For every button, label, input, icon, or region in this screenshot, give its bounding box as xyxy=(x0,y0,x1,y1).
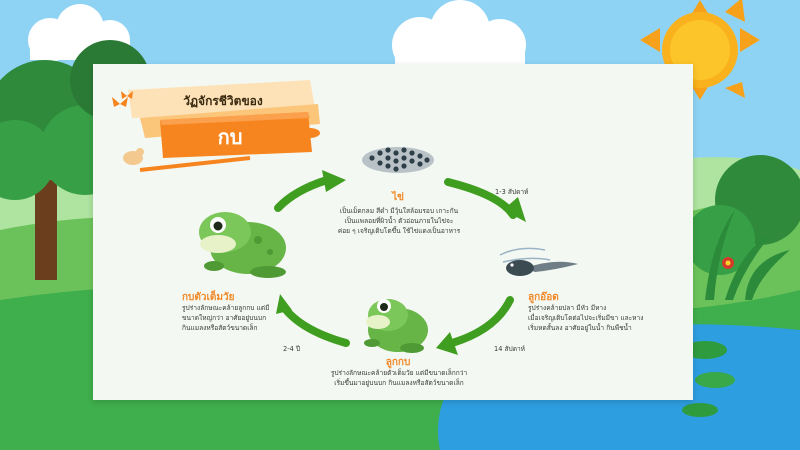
page-title: กบ xyxy=(217,125,243,149)
stage-desc-froglet: รูปร่างลักษณะคล้ายตัวเต็มวัย แต่มีขนาดเล… xyxy=(330,369,468,387)
title-banner xyxy=(128,80,320,172)
stage-label-tadpole: ลูกอ๊อด xyxy=(528,292,559,303)
stage-desc-egg: เป็นเม็ดกลม สีดำ มีวุ้นใสล้อมรอบ เกาะกัน… xyxy=(337,207,461,235)
arrow-adult-to-egg xyxy=(274,176,331,212)
arrow-tadpole-to-froglet xyxy=(448,296,514,347)
stage-label-froglet: ลูกกบ xyxy=(385,357,411,368)
frog-icon xyxy=(199,212,286,278)
stage-label-adult: กบตัวเต็มวัย xyxy=(182,292,235,303)
title-line-1: วัฏจักรชีวิตของ xyxy=(183,94,263,108)
stage-label-egg: ไข่ xyxy=(392,192,404,203)
bird-icon xyxy=(123,148,144,165)
stage-desc-tadpole: รูปร่างคล้ายปลา มีหัว มีหาง เมื่อเจริญเต… xyxy=(528,304,644,332)
reeds-icon xyxy=(705,210,790,300)
butterfly-icon xyxy=(112,91,133,107)
flower-icon xyxy=(722,257,734,269)
arrow-froglet-to-adult xyxy=(279,302,350,347)
fish-icon xyxy=(294,128,320,138)
duration-froglet-to-adult: 2-4 ปี xyxy=(283,345,301,353)
arrow-heads xyxy=(276,170,526,355)
frog-icon xyxy=(364,299,428,353)
duration-tadpole-to-froglet: 14 สัปดาห์ xyxy=(494,345,526,353)
duration-egg-to-tadpole: 1-3 สัปดาห์ xyxy=(495,188,529,196)
stage-desc-adult: รูปร่างลักษณะคล้ายลูกกบ แต่มี ขนาดใหญ่กว… xyxy=(182,304,270,332)
tadpole-icon xyxy=(499,247,578,276)
lily-pad-icon xyxy=(682,341,735,417)
egg-mass-icon xyxy=(362,147,434,173)
